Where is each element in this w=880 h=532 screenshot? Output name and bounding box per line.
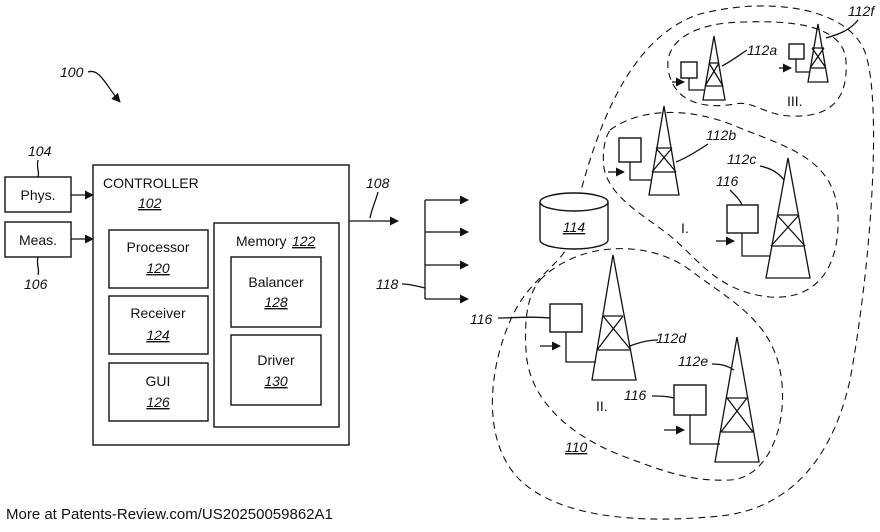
- system-ref: 100: [60, 64, 84, 80]
- tower-112a-device: [681, 62, 697, 78]
- tower-112e-lattice: [715, 337, 759, 462]
- tower-112a-cable: [689, 78, 704, 90]
- module-balancer-box: [231, 257, 321, 327]
- network-boundary: [492, 6, 873, 519]
- tower-112c-lattice: [766, 158, 810, 278]
- input-phys-label: Phys.: [20, 187, 55, 203]
- device-ref-3-leader: [652, 396, 674, 398]
- input-meas-label: Meas.: [19, 232, 57, 248]
- output-link-leader: [370, 192, 378, 218]
- device-ref-2: 116: [470, 311, 493, 327]
- cluster-ii-label: II.: [596, 398, 608, 414]
- tower-112b-lattice: [649, 106, 679, 195]
- input-phys-ref: 104: [28, 143, 52, 159]
- device-ref-1-leader: [730, 190, 742, 205]
- input-phys-leader: [37, 160, 38, 177]
- tower-112a-leader: [722, 50, 747, 66]
- module-gui: GUI 126: [109, 363, 208, 421]
- tower-112a-lattice: [703, 36, 725, 100]
- controller-ref: 102: [138, 195, 162, 211]
- device-ref-3: 116: [624, 387, 647, 403]
- arrow-fan-leader: [402, 284, 425, 288]
- module-driver-ref: 130: [264, 373, 288, 389]
- tower-112c-leader: [760, 166, 784, 180]
- device-ref-1: 116: [716, 173, 739, 189]
- cluster-iii-label: III.: [787, 93, 803, 109]
- storage-cylinder: 114: [540, 193, 608, 249]
- tower-112d-ref: 112d: [656, 330, 687, 346]
- tower-112f-leader: [826, 20, 858, 38]
- storage-ref: 114: [563, 219, 586, 235]
- module-gui-ref: 126: [146, 394, 170, 410]
- module-balancer-label: Balancer: [248, 274, 304, 290]
- arrow-fan-ref: 118: [376, 276, 399, 292]
- network-ref: 110: [565, 439, 588, 455]
- tower-112d: [540, 255, 636, 380]
- device-ref-2-leader: [498, 317, 550, 318]
- tower-112f: [779, 24, 828, 82]
- tower-112b-ref: 112b: [706, 127, 736, 143]
- module-gui-box: [109, 363, 208, 421]
- tower-112f-cable: [796, 59, 810, 72]
- module-receiver: Receiver 124: [109, 296, 208, 354]
- tower-112b-device: [619, 138, 641, 162]
- tower-112c-device: [727, 205, 758, 233]
- storage-top: [540, 193, 608, 211]
- tower-112d-leader: [630, 340, 658, 346]
- tower-112a-ref: 112a: [747, 42, 777, 58]
- input-meas-ref: 106: [24, 276, 48, 292]
- module-processor-label: Processor: [126, 239, 189, 255]
- tower-112c-cable: [742, 233, 770, 256]
- tower-112f-ref: 112f: [848, 3, 876, 19]
- module-driver-box: [231, 335, 321, 405]
- tower-112a: [672, 36, 725, 100]
- module-driver-label: Driver: [257, 352, 295, 368]
- input-meas: Meas.: [5, 222, 71, 257]
- module-balancer-ref: 128: [264, 294, 288, 310]
- tower-112e-ref: 112e: [678, 353, 708, 369]
- tower-112e-cable: [690, 415, 720, 444]
- module-processor: Processor 120: [109, 230, 208, 288]
- system-ref-arrow: [88, 71, 120, 102]
- module-receiver-ref: 124: [146, 327, 170, 343]
- tower-112f-device: [789, 44, 804, 59]
- module-receiver-label: Receiver: [130, 305, 186, 321]
- tower-112e-device: [674, 385, 706, 415]
- input-phys: Phys.: [5, 177, 71, 212]
- memory-block: Memory 122 Balancer 128 Driver 130: [214, 223, 339, 427]
- tower-112b-leader: [676, 144, 708, 162]
- cluster-i-label: I.: [681, 220, 689, 236]
- tower-112d-device: [550, 304, 582, 332]
- footer-source-text: More at Patents-Review.com/US20250059862…: [6, 506, 333, 523]
- memory-ref: 122: [292, 233, 316, 249]
- memory-label: Memory: [236, 233, 287, 249]
- tower-112b-cable: [630, 162, 651, 180]
- output-link-ref: 108: [366, 175, 390, 191]
- tower-112d-cable: [566, 332, 596, 362]
- tower-112b: [608, 106, 679, 195]
- controller-title: CONTROLLER: [103, 175, 199, 191]
- tower-112d-lattice: [592, 255, 636, 380]
- tower-112c-ref: 112c: [727, 151, 756, 167]
- input-meas-leader: [37, 257, 38, 275]
- module-gui-label: GUI: [146, 373, 171, 389]
- module-processor-ref: 120: [146, 260, 170, 276]
